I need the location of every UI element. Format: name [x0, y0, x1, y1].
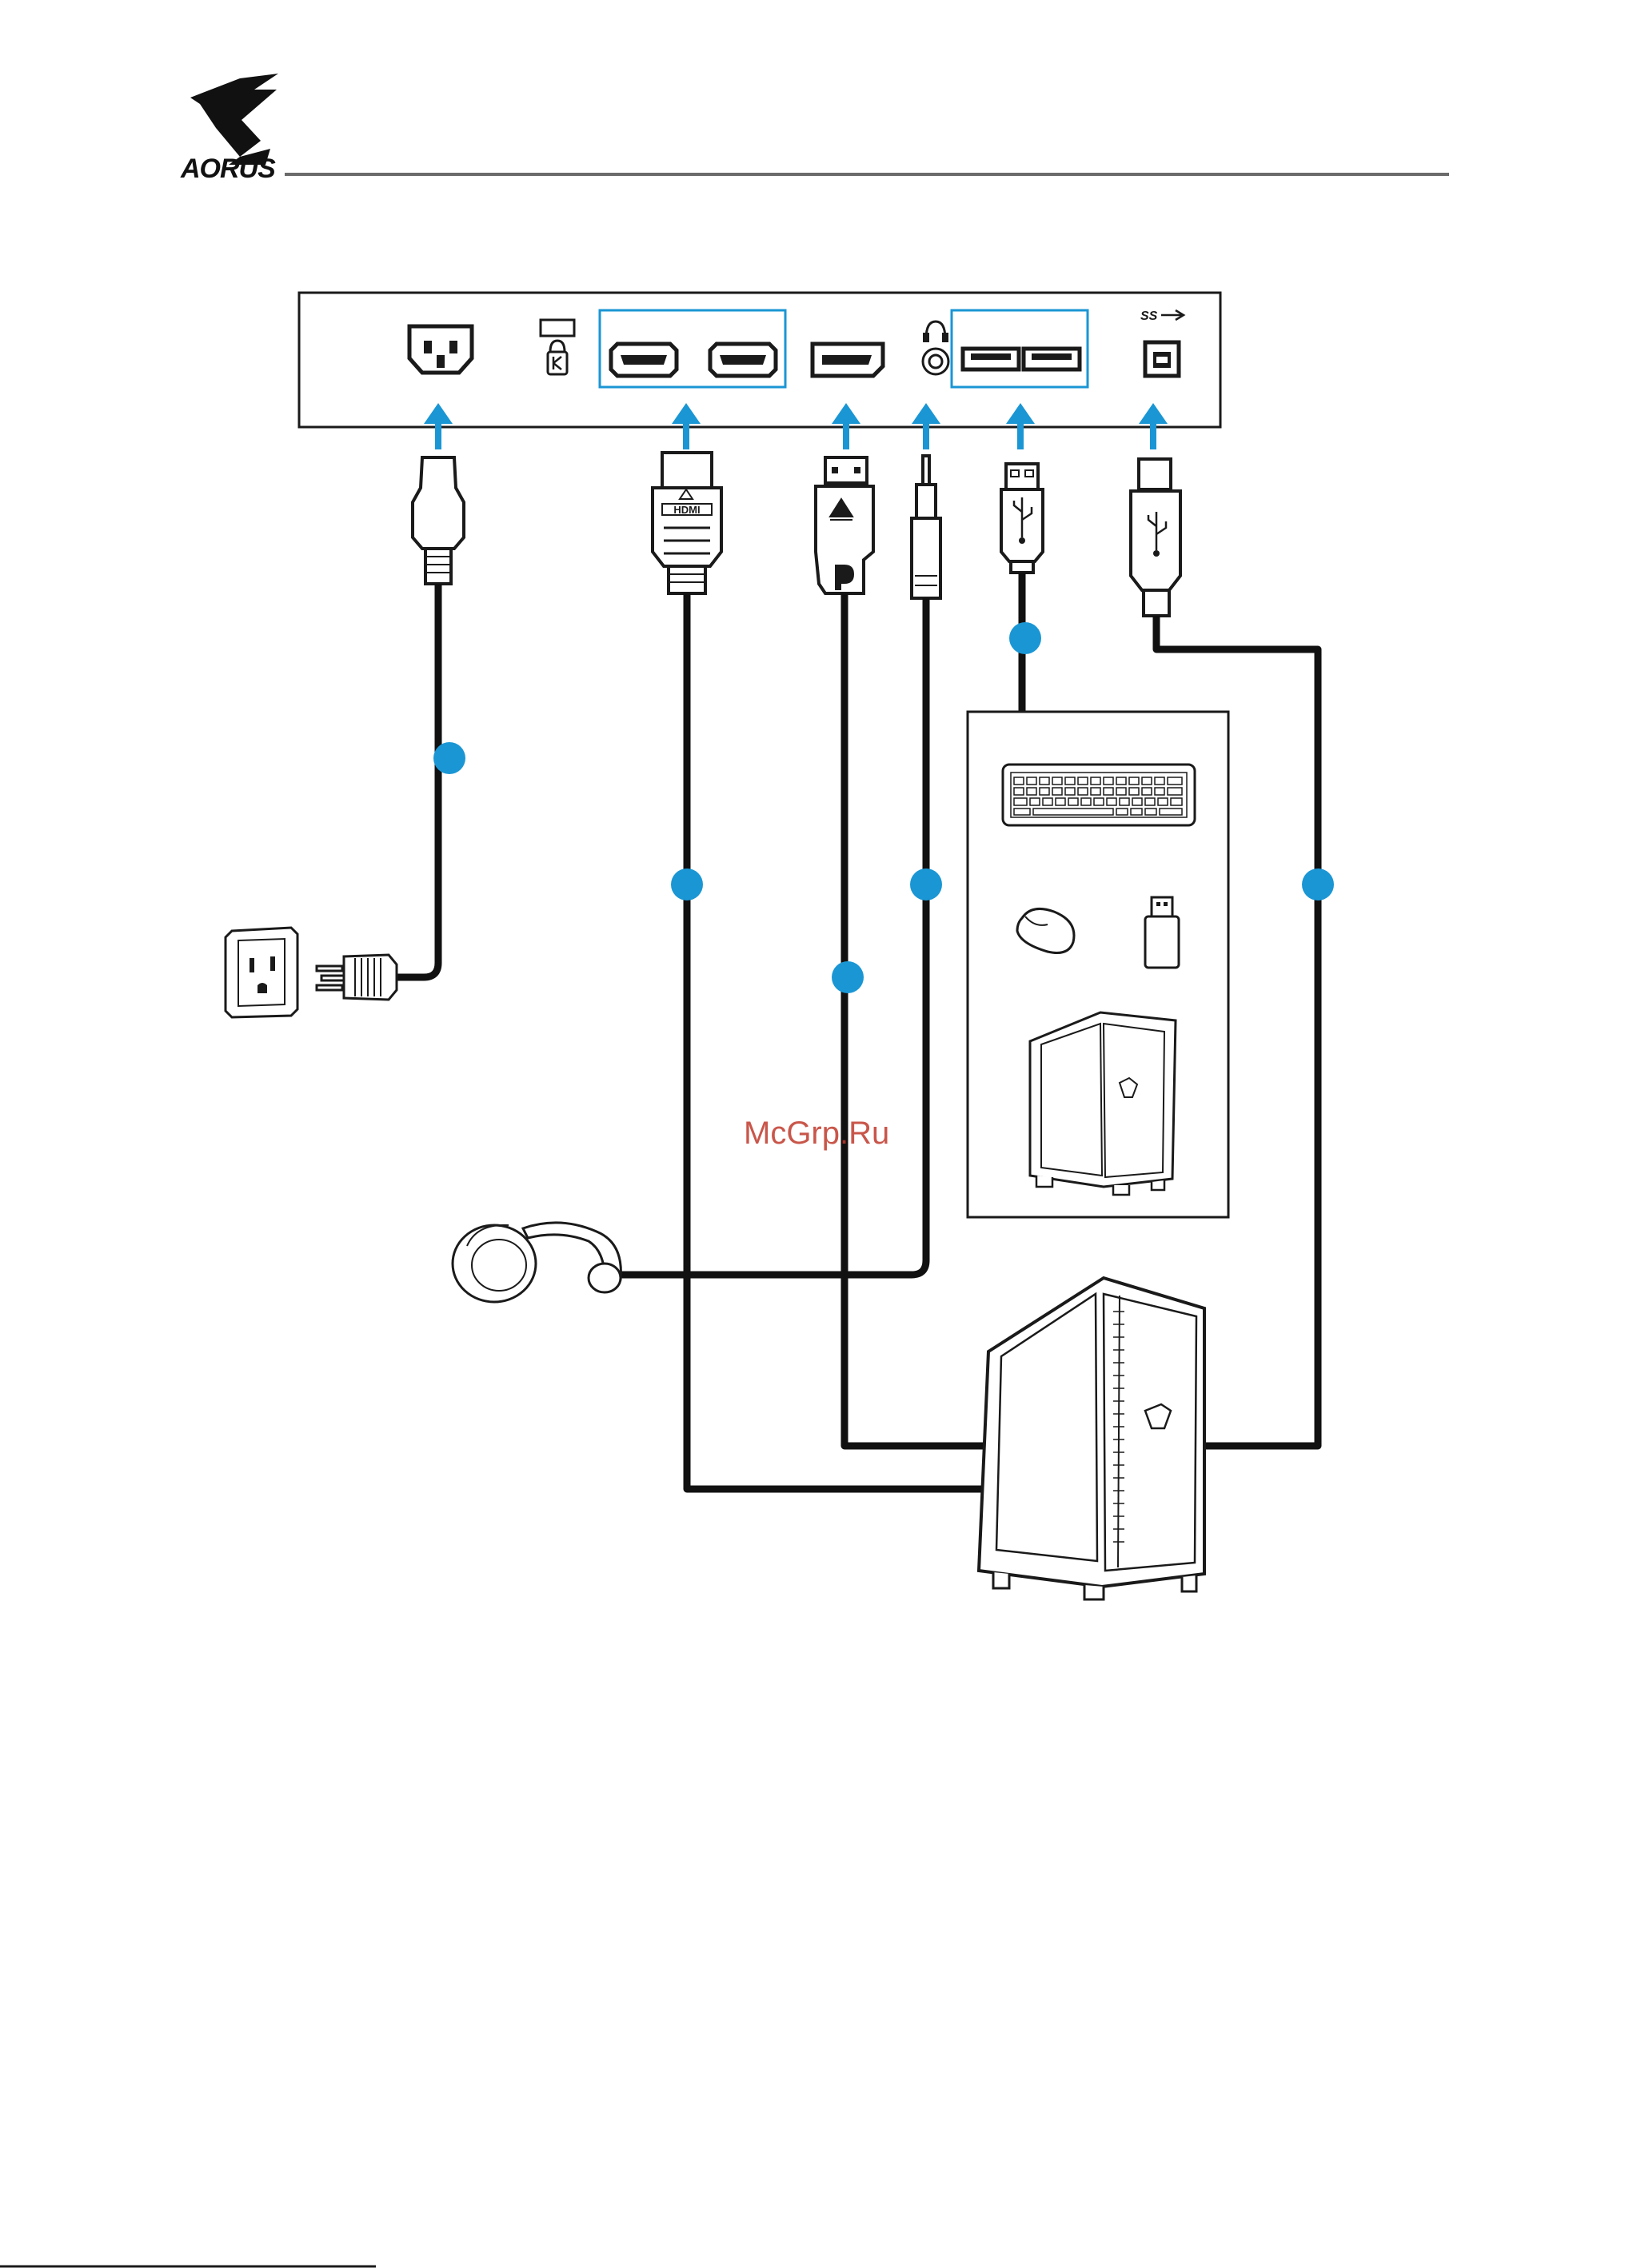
pc-tower-icon [979, 1278, 1204, 1599]
displayport-cable-plug [816, 457, 873, 593]
usb-a-cable-plug [1001, 464, 1043, 573]
usb-a-port-1 [963, 349, 1019, 369]
usb-a-port-2 [1024, 349, 1080, 369]
power-cord-plug [413, 457, 464, 584]
brand-wordmark: AORUS [180, 154, 276, 184]
callout-displayport [832, 961, 864, 993]
superspeed-label: SS [1140, 309, 1158, 323]
callout-usb-b [1302, 868, 1334, 900]
displayport-port [813, 344, 883, 376]
audio-cable-plug [912, 456, 940, 598]
pc-tower-small-icon [1030, 1012, 1176, 1195]
headphones-icon [453, 1223, 621, 1302]
watermark-text: McGrp.Ru [744, 1116, 889, 1151]
callout-audio [910, 868, 942, 900]
hdmi-cable [687, 593, 985, 1489]
ac-power-port [409, 326, 472, 373]
keyboard-icon [1003, 765, 1195, 825]
hdmi-cable-plug: HDMI [653, 453, 721, 593]
usb-b-cable-plug [1131, 459, 1180, 616]
wall-outlet [226, 928, 297, 1017]
aorus-logo: AORUS [180, 74, 278, 184]
usb-peripherals-group [968, 712, 1228, 1217]
aorus-eagle-icon [190, 74, 278, 165]
callout-usb-a [1009, 622, 1041, 654]
callout-hdmi [671, 868, 703, 900]
displayport-cable [844, 593, 985, 1446]
power-plug-prongs [317, 955, 397, 1000]
power-cable [392, 584, 438, 977]
hdmi-plug-label: HDMI [673, 504, 700, 516]
hdmi-port-2 [710, 344, 776, 376]
hdmi-port-1 [611, 344, 677, 376]
callout-power [433, 742, 465, 774]
audio-cable [608, 598, 926, 1275]
